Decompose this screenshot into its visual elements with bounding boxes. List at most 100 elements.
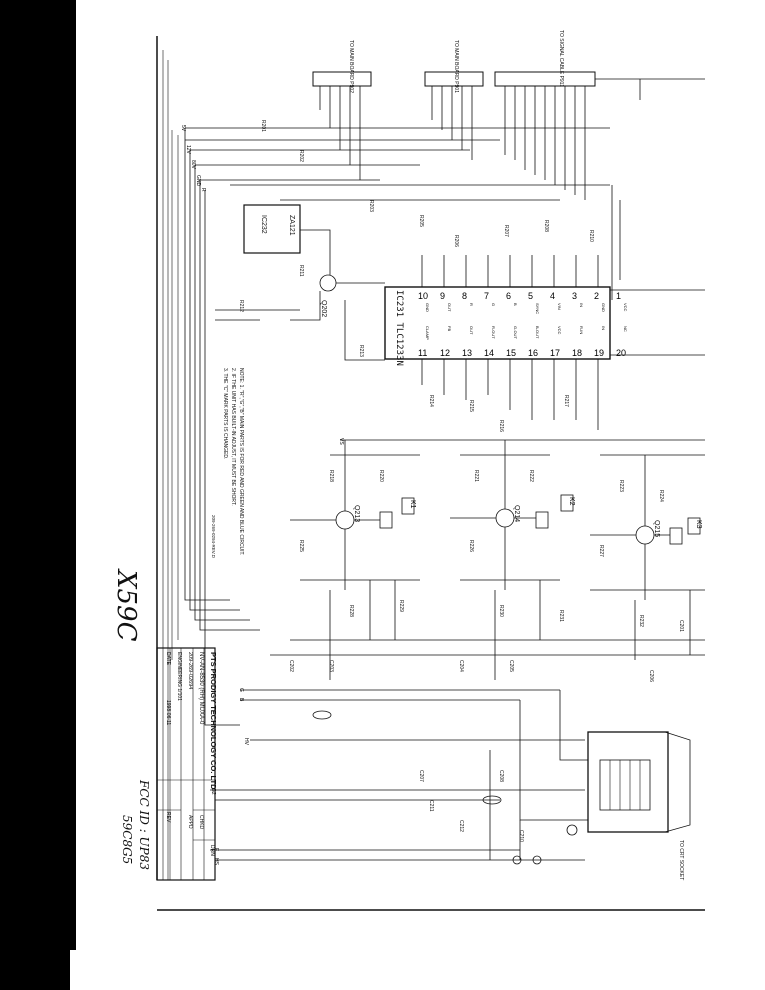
- net-label: B: [238, 698, 244, 702]
- net-label: HS: [213, 858, 219, 866]
- ic-pin-bottom-label: B-OUT: [535, 326, 540, 339]
- relay-box: [401, 497, 415, 515]
- ic-pin-top: 2: [594, 291, 599, 301]
- ic-pin-top: 8: [462, 291, 467, 301]
- ic-pin-top: 4: [550, 291, 555, 301]
- component-ref-label: C203: [328, 660, 334, 672]
- ic-pin-bottom: 20: [616, 348, 626, 358]
- net-label: G2: [210, 788, 216, 795]
- net-label: HV: [243, 738, 249, 746]
- component-ref-label: R203: [368, 200, 374, 212]
- component-ref-label: R224: [658, 490, 664, 502]
- ic-pin-bottom-label: R-IN: [579, 326, 584, 334]
- note-line-2: 2. IF THE UNIT HAS BUILT-IN ADJUST, IT M…: [230, 368, 236, 506]
- scan-edge-strip: [70, 0, 76, 950]
- title-date-value: 1998-06-11: [165, 700, 171, 725]
- component-ref-label: R206: [453, 235, 459, 247]
- title-appd-label: APPD: [187, 815, 193, 829]
- component-ref-label: R207: [503, 225, 509, 237]
- ic-pin-top-label: GND: [601, 303, 606, 312]
- ic-pin-bottom-label: R-OUT: [491, 326, 496, 339]
- component-ref-label: R212: [238, 300, 244, 312]
- main-ic-pins: 10GND9OUT8R7G6B5SYNC4VIN3IN2GND1VCC11CLA…: [418, 291, 628, 358]
- ic-pin-bottom-label: CLAMP: [425, 326, 430, 340]
- component-ref-label: R223: [618, 480, 624, 492]
- ic-pin-bottom-label: NC: [623, 326, 628, 332]
- title-product: NV-AN-8530 (RH) MUXA-0: [198, 652, 204, 725]
- ic-pin-bottom-label: G-OUT: [513, 326, 518, 339]
- component-ref-label: R226: [468, 540, 474, 552]
- ic-pin-top: 3: [572, 291, 577, 301]
- ic-pin-top-label: VCC: [623, 303, 628, 312]
- component-ref-label: R215: [468, 400, 474, 412]
- handwritten-model-note: X59C: [111, 568, 141, 642]
- component-ref-label: C211: [428, 800, 434, 812]
- note-ref-small: 209-269-0294-REV.D: [211, 515, 216, 559]
- component-ref-label: R232: [638, 615, 644, 627]
- handwritten-fcc-note: FCC ID : UP83: [137, 779, 151, 870]
- component-ref-label: R216: [498, 420, 504, 432]
- title-block: PTS PRODIGY TECHNOLOGY CO. LTD NV-AN-853…: [156, 647, 218, 881]
- ic-ref-label: ZA121: [288, 215, 295, 236]
- component-ref-label: R202: [298, 150, 304, 162]
- connector-bottom-right-label: TO CRT SOCKET: [678, 840, 684, 880]
- component-ref-label: R221: [473, 470, 479, 482]
- component-ref-label: R222: [528, 470, 534, 482]
- net-label: R: [200, 188, 206, 192]
- net-label: 12V: [185, 145, 191, 155]
- component-ref-label: C202: [288, 660, 294, 672]
- ic-pin-top: 5: [528, 291, 533, 301]
- title-drn-label: DRN: [209, 845, 215, 856]
- ic-pin-bottom-label: FB: [447, 326, 452, 331]
- net-label: G: [238, 688, 244, 692]
- ic-ref-label: Q213: [353, 505, 360, 522]
- connector-top-right-label: TO SIGNAL CABLE P911: [558, 30, 564, 87]
- ic-pin-top-label: R: [469, 303, 474, 306]
- component-ref-label: R220: [378, 470, 384, 482]
- component-ref-label: C201: [678, 620, 684, 632]
- ic-pin-top-label: G: [491, 303, 496, 306]
- ic-pin-top: 1: [616, 291, 621, 301]
- title-drawing-no: 209-269-02694: [187, 652, 193, 689]
- ic-pin-bottom-label: IN: [601, 326, 606, 330]
- ic-pin-bottom: 17: [550, 348, 560, 358]
- component-ref-label: R214: [428, 395, 434, 407]
- ic-ref-label: IC232: [260, 215, 267, 234]
- note-line-1: NOTE: 1. "R","G","B" MAIN PARTS IS FOR R…: [238, 368, 244, 555]
- ic-pin-top: 9: [440, 291, 445, 301]
- ic-pin-top-label: GND: [425, 303, 430, 312]
- component-ref-label: C207: [418, 770, 424, 782]
- ic-pin-bottom: 14: [484, 348, 494, 358]
- net-label: GND: [195, 175, 201, 187]
- component-ref-label: R231: [558, 610, 564, 622]
- relay-box: [687, 517, 701, 535]
- component-ref-label: C210: [518, 830, 524, 842]
- note-line-3: 3. THE "C" MARK PARTS IS CHANGED.: [222, 368, 228, 459]
- title-sheet-label: ENGINEERING 1/101: [176, 652, 182, 701]
- main-ic: IC231 TLC1233N 10GND9OUT8R7G6B5SYNC4VIN3…: [384, 286, 628, 366]
- relay-label: K1: [409, 500, 416, 509]
- ic-pin-bottom: 13: [462, 348, 472, 358]
- ic-pin-bottom: 11: [418, 348, 427, 358]
- main-ic-name: IC231 TLC1233N: [394, 290, 404, 366]
- connector-top-left-label: TO MAIN BOARD P902: [348, 40, 354, 93]
- ic-pin-top: 7: [484, 291, 489, 301]
- net-label: 5V: [180, 125, 186, 132]
- ic-pin-top: 10: [418, 291, 428, 301]
- notes-block: NOTE: 1. "R","G","B" MAIN PARTS IS FOR R…: [211, 368, 244, 559]
- component-ref-label: R210: [588, 230, 594, 242]
- component-ref-label: R208: [543, 220, 549, 232]
- component-ref-label: C204: [458, 660, 464, 672]
- relay-label: K2: [568, 497, 575, 506]
- component-ref-label: C208: [498, 770, 504, 782]
- net-label: F: [213, 848, 219, 851]
- component-ref-label: R218: [328, 470, 334, 482]
- component-ref-label: R230: [498, 605, 504, 617]
- ic-pin-bottom-label: OUT: [469, 326, 474, 335]
- crt-socket: [587, 731, 691, 833]
- component-ref-label: C212: [458, 820, 464, 832]
- component-ref-label: R227: [598, 545, 604, 557]
- title-company: PTS PRODIGY TECHNOLOGY CO. LTD: [209, 652, 218, 790]
